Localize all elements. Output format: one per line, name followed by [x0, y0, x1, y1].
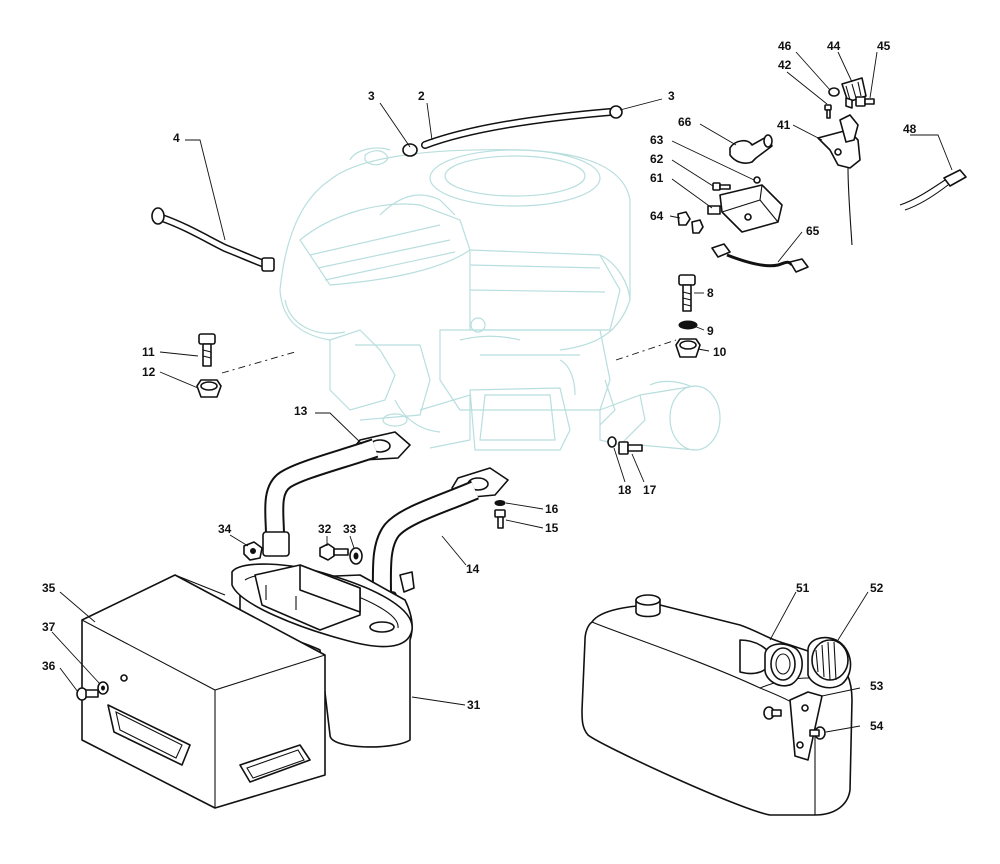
callout-labels: 2 3 3 4 8 9 10 11 12 13 14 15 16 17 18 3…: [42, 39, 917, 733]
callout-54: 54: [870, 719, 884, 733]
hose-clip-part-3-left: [402, 143, 418, 157]
callout-41: 41: [777, 118, 791, 132]
knob-part-44: [841, 77, 867, 109]
nut-part-10: [675, 338, 701, 358]
exhaust-pipe-part-13: [262, 431, 411, 557]
callout-12: 12: [142, 365, 156, 379]
engine-ghost-outline: [279, 147, 721, 451]
callout-31: 31: [467, 698, 481, 712]
washer-part-33: [349, 547, 363, 565]
callout-11: 11: [142, 345, 155, 359]
callout-17: 17: [643, 483, 657, 497]
wire-part-65: [711, 243, 809, 273]
callout-53: 53: [870, 679, 884, 693]
callout-13: 13: [294, 404, 308, 418]
callout-42: 42: [778, 58, 792, 72]
callout-46: 46: [778, 39, 792, 53]
callout-45: 45: [877, 39, 891, 53]
callout-44: 44: [827, 39, 841, 53]
bolt-part-11: [198, 333, 216, 367]
hose-clip-part-3-right: [609, 105, 623, 119]
nut-part-12: [196, 379, 222, 398]
callout-64: 64: [650, 209, 664, 223]
screw-part-42: [824, 104, 832, 119]
callout-3-right: 3: [668, 89, 675, 103]
boot-cap-part-66: [729, 134, 773, 164]
washer-part-63: [753, 176, 761, 184]
callout-37: 37: [42, 620, 56, 634]
tank-bracket-part-53: [789, 691, 823, 761]
throttle-bracket-part-41: [817, 114, 861, 246]
axis-line-right: [615, 339, 677, 361]
callout-18: 18: [618, 483, 632, 497]
cable-part-48: [899, 169, 967, 211]
callout-2: 2: [418, 89, 425, 103]
callout-32: 32: [318, 522, 332, 536]
callout-65: 65: [806, 224, 820, 238]
bolt-part-15: [494, 509, 506, 529]
screw-part-54: [763, 706, 826, 740]
washer-part-37: [97, 681, 109, 695]
callout-9: 9: [707, 324, 714, 338]
leader-lines: [51, 51, 953, 733]
callout-8: 8: [707, 286, 714, 300]
bolt-part-8: [678, 274, 696, 312]
callout-36: 36: [42, 659, 56, 673]
washer-part-46: [828, 87, 840, 97]
callout-34: 34: [218, 522, 232, 536]
nut-part-64: [677, 211, 704, 234]
callout-15: 15: [545, 521, 559, 535]
fuel-hose-part-2: [402, 105, 623, 157]
callout-10: 10: [713, 345, 727, 359]
bolt-part-32: [319, 543, 349, 561]
callout-63: 63: [650, 133, 664, 147]
callout-48: 48: [903, 122, 917, 136]
clip-nut-part-34: [243, 541, 263, 561]
axis-line-left: [221, 351, 296, 374]
bolt-part-17: [618, 441, 643, 455]
fuel-cap-part-52: [764, 636, 852, 689]
callout-3-left: 3: [368, 89, 375, 103]
callout-61: 61: [650, 171, 664, 185]
bolt-part-36: [76, 687, 99, 701]
washer-part-16: [494, 500, 506, 506]
callout-35: 35: [42, 581, 56, 595]
solenoid-part-61: [707, 184, 783, 233]
muffler-part-31: [231, 563, 415, 748]
callout-62: 62: [650, 152, 664, 166]
callout-51: 51: [796, 581, 810, 595]
screw-part-62: [712, 182, 731, 191]
heat-shield-part-35: [81, 574, 326, 809]
callout-4: 4: [173, 131, 180, 145]
hose-part-4: [151, 207, 275, 272]
washer-part-18: [607, 436, 617, 448]
bolt-part-45: [855, 96, 875, 107]
callout-16: 16: [545, 502, 559, 516]
callout-52: 52: [870, 581, 884, 595]
callout-14: 14: [466, 562, 480, 576]
washer-part-9: [678, 320, 698, 330]
callout-33: 33: [343, 522, 357, 536]
callout-66: 66: [678, 115, 692, 129]
